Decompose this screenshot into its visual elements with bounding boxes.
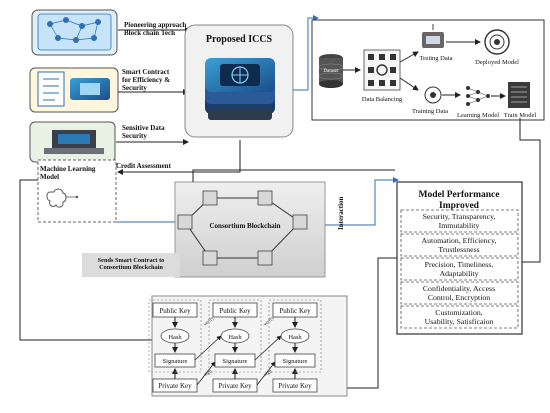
performance-item-text: Security, Transparency,Immutability [423,212,496,230]
learning-model-label: Learning Model [457,112,499,119]
private-key-label: Private Key [278,382,312,390]
public-key-label: Public Key [159,307,191,315]
credit-assessment-label: Credit Assessment [116,162,172,170]
signature-label: Signature [223,358,248,365]
sign-label: sign [204,369,214,378]
private-key-label: Private Key [158,382,192,390]
dataset-label: Dataset [324,69,340,74]
performance-item: Automation, Efficiency,Trustlessness [400,233,519,257]
blockchain-network-icon [31,9,118,56]
ml-pipeline-panel: Dataset Data Balancing Testing Data D [311,19,545,121]
public-key-label: Public Key [219,307,251,315]
blockchain-label: Consortium Blockchain [210,222,281,230]
signature-label: Signature [163,358,188,365]
performance-item: Security, Transparency,Immutability [400,209,519,233]
deployed-model-icon [484,29,510,55]
proposed-iccs-card: Proposed ICCS [184,24,294,138]
testing-data-icon [422,24,444,48]
database-icon [318,54,344,88]
training-data-label: Training Data [412,108,448,115]
train-model-icon [508,82,530,108]
training-data-icon [424,86,442,104]
interaction-label: Interaction [337,196,345,230]
train-model-label: Train Model [504,112,537,119]
hash-label: Hash [228,334,242,341]
data-balancing-icon [363,49,401,91]
block-cubes [177,190,308,266]
consortium-blockchain-panel: Consortium Blockchain [174,181,326,278]
hash-label: Hash [168,334,182,341]
public-key-label: Public Key [279,307,311,315]
data-balancing-label: Data Balancing [362,96,403,103]
performance-item-text: Automation, Efficiency,Trustlessness [422,236,497,254]
performance-item: Precision, Timeliness,Adaptability [400,257,519,281]
performance-item-text: Precision, Timeliness,Adaptability [425,260,494,278]
hash-label: Hash [288,334,302,341]
smart-contract-icon [29,67,119,113]
verify-label: verify [263,316,276,328]
sign-label: sign [264,369,274,378]
signature-label: Signature [283,358,308,365]
performance-items: Security, Transparency,ImmutabilityAutom… [400,209,519,329]
testing-data-label: Testing Data [420,55,453,62]
private-key-label: Private Key [218,382,252,390]
verify-label: verify [203,316,216,328]
data-security-icon [29,121,116,163]
proposed-title: Proposed ICCS [206,34,273,45]
deployed-model-label: Deployed Model [475,59,519,66]
performance-item: Customization,Usability, Satisficaion [400,305,519,329]
chip-stack-icon [205,58,275,120]
learning-model-icon [466,86,490,106]
brain-icon [46,188,79,208]
performance-item-text: Customization,Usability, Satisficaion [425,308,494,326]
